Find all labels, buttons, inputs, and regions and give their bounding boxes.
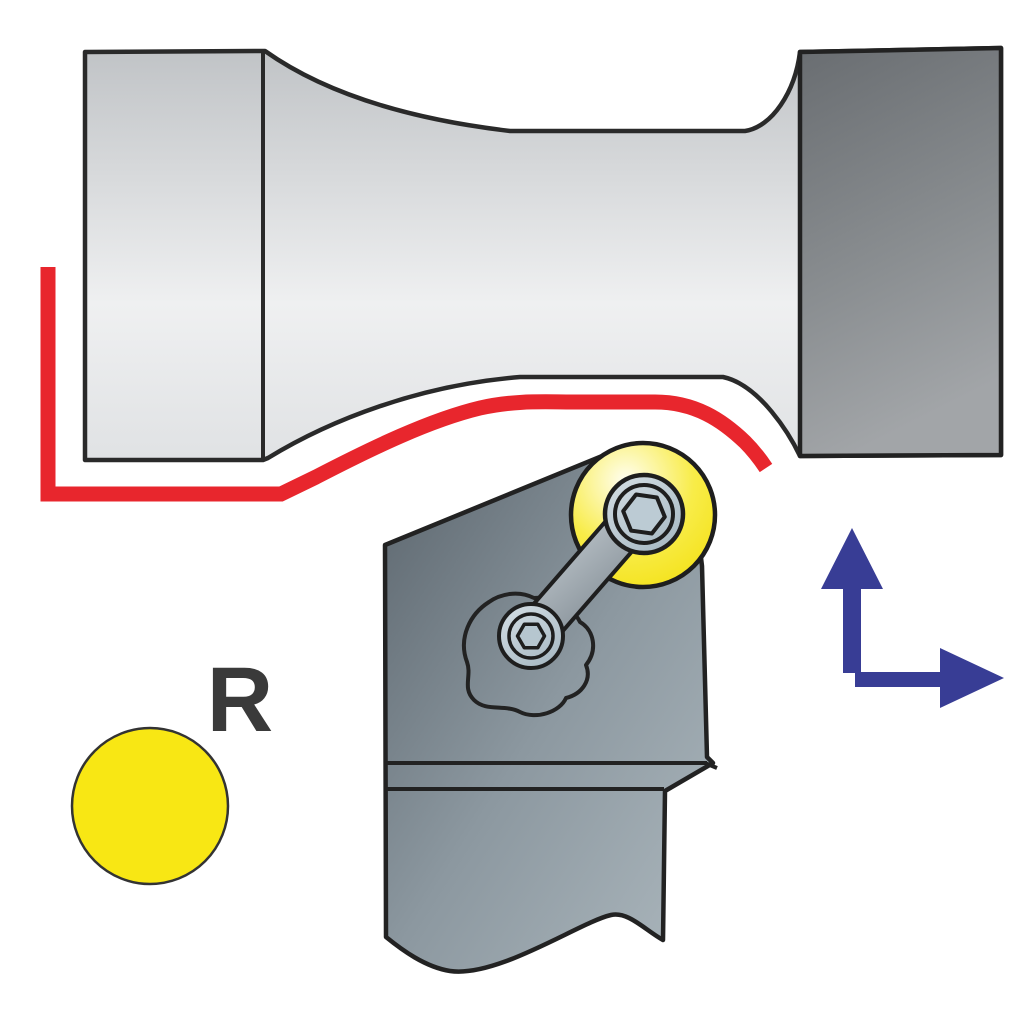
- lock-screw-ring: [507, 612, 555, 660]
- lock-screw-hex-socket-icon: [515, 622, 547, 650]
- lock-screw: [497, 602, 565, 670]
- clamp-screw-hex-socket-icon: [621, 492, 667, 536]
- round-insert-legend: R: [70, 649, 273, 886]
- right-arrow-icon: [855, 648, 1004, 708]
- chuck-block: [797, 45, 1004, 459]
- up-arrow-icon: [821, 528, 883, 673]
- workpiece-group: [82, 45, 1004, 463]
- tool-holder-group: [382, 440, 718, 974]
- legend-label-r: R: [207, 649, 273, 751]
- clamp-screw-ring: [613, 483, 675, 545]
- holder-seat-line-tick: [704, 761, 718, 770]
- feed-direction-arrows: [821, 528, 1004, 708]
- tool-path-line: [40, 267, 773, 502]
- legend-insert-circle: [70, 726, 230, 886]
- clamp-screw: [602, 472, 686, 556]
